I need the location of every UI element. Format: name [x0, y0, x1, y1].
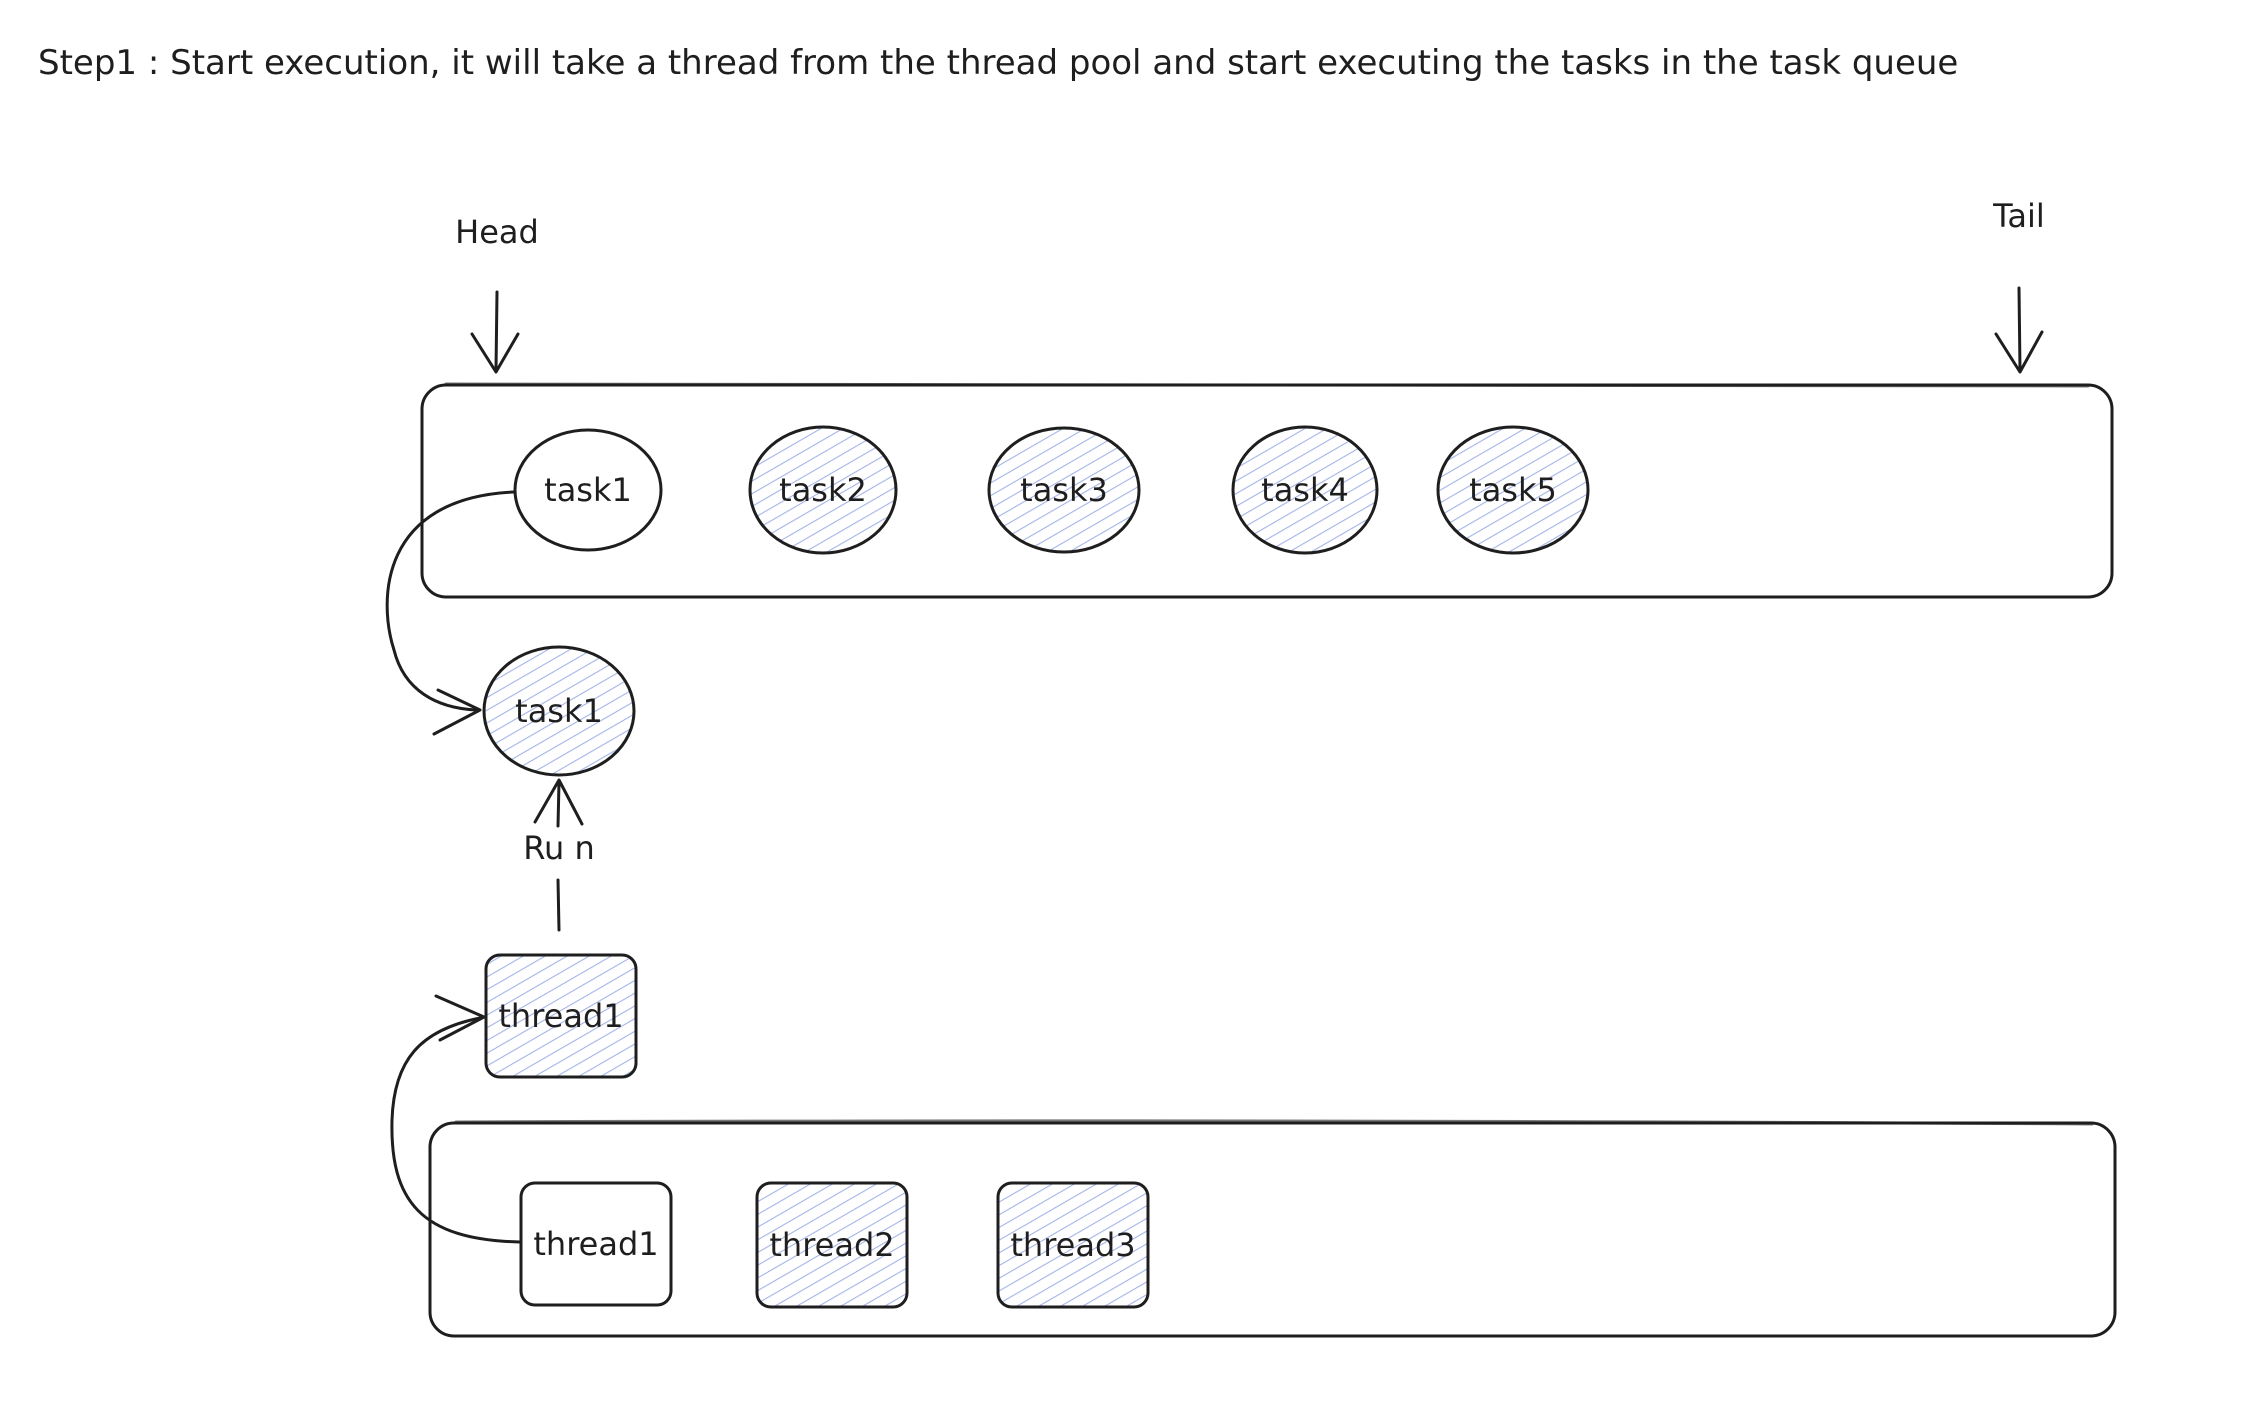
thread-pool-item-label: thread3	[1010, 1226, 1135, 1264]
dequeue-arrow	[385, 490, 516, 736]
task-queue-item-label: task2	[779, 471, 867, 509]
task-queue-item-1: task1	[513, 428, 663, 552]
thread-pool-item-label: thread2	[769, 1226, 894, 1264]
run-arrow	[533, 778, 584, 932]
task-queue	[420, 381, 2114, 599]
acquire-thread-arrow	[390, 994, 522, 1244]
active-thread-label: thread1	[498, 997, 623, 1035]
tail-arrow	[1994, 286, 2044, 374]
thread-pool-item-2: thread2	[755, 1181, 909, 1309]
run-label: Ru n	[523, 829, 595, 867]
task-queue-item-label: task1	[544, 471, 632, 509]
task-queue-item-4: task4	[1231, 425, 1379, 555]
head-arrow	[470, 290, 520, 374]
head-label: Head	[455, 213, 539, 251]
task-queue-item-label: task5	[1469, 471, 1557, 509]
tail-label: Tail	[1992, 197, 2045, 235]
running-task-label: task1	[515, 692, 603, 730]
thread-pool-item-3: thread3	[996, 1181, 1150, 1309]
task-queue-item-label: task4	[1261, 471, 1349, 509]
task-queue-item-5: task5	[1436, 425, 1590, 555]
running-task: task1	[482, 645, 636, 777]
task-queue-item-2: task2	[748, 425, 898, 555]
step-caption: Step1 : Start execution, it will take a …	[38, 43, 1958, 83]
active-thread: thread1	[484, 953, 638, 1079]
thread-pool-item-label: thread1	[533, 1225, 658, 1263]
task-queue-item-3: task3	[987, 426, 1141, 554]
thread-pool	[428, 1119, 2117, 1338]
thread-pool-item-1: thread1	[519, 1181, 673, 1307]
task-queue-item-label: task3	[1020, 471, 1108, 509]
